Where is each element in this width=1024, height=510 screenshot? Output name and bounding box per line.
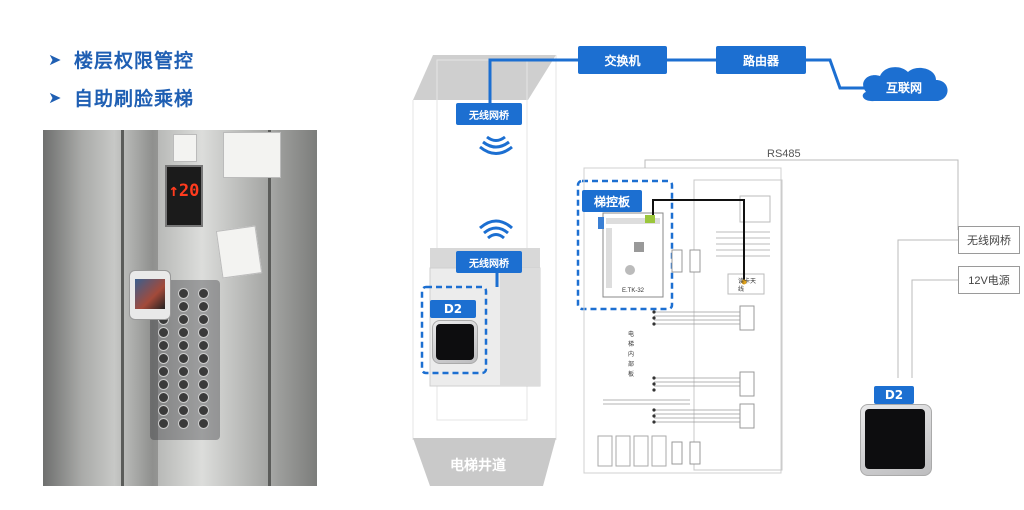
terminal-dots [652, 310, 656, 424]
floor-button [178, 301, 189, 312]
floor-button [198, 340, 209, 351]
bullet-item: ➤ 自助刷脸乘梯 [48, 78, 194, 116]
floor-button [198, 418, 209, 429]
floor-button [178, 327, 189, 338]
d2-car-screen [436, 324, 474, 360]
floor-button [198, 327, 209, 338]
car-side [500, 268, 540, 386]
shaft-top [413, 55, 556, 100]
wifi-down-icon [479, 135, 513, 155]
floor-button [178, 392, 189, 403]
rs485-line [644, 159, 959, 190]
floor-button [198, 379, 209, 390]
floor-button [158, 418, 169, 429]
floor-button [178, 405, 189, 416]
wireless-bridge-car: 无线网桥 [456, 251, 522, 273]
bullet-list: ➤ 楼层权限管控 ➤ 自助刷脸乘梯 [48, 40, 194, 116]
ladder-control-board [602, 212, 664, 298]
fuse-blocks [597, 435, 667, 467]
board-model-text: E.TK-32 [622, 288, 645, 294]
floor-button [178, 353, 189, 364]
bullet-text: 自助刷脸乘梯 [74, 87, 195, 110]
wireless-bridge-box: 无线网桥 [958, 226, 1020, 254]
floor-button [198, 314, 209, 325]
cloud-icon [862, 67, 948, 102]
floor-button [178, 418, 189, 429]
floor-button [158, 340, 169, 351]
inner-panel-label: 电梯内部板 [628, 332, 635, 378]
ladder-board-label: 梯控板 [582, 190, 642, 212]
switch-label: 交换机 [578, 46, 667, 74]
floor-button [158, 405, 169, 416]
floor-button [198, 353, 209, 364]
internet-label: 互联网 [886, 81, 923, 95]
router-label: 路由器 [716, 46, 806, 74]
board-chip [634, 242, 644, 252]
arrow-right-icon: ➤ [48, 87, 63, 107]
d2-car-dashed-frame [420, 285, 488, 375]
bullet-text: 楼层权限管控 [74, 49, 195, 72]
floor-button [158, 392, 169, 403]
board-connector [598, 217, 604, 229]
floor-button [158, 353, 169, 364]
inner-panel-outline [693, 179, 783, 471]
arrow-right-icon: ➤ [48, 49, 63, 69]
shaft-inner [436, 59, 528, 421]
floor-button [198, 392, 209, 403]
panel-module [739, 195, 771, 223]
floor-button [178, 340, 189, 351]
floor-display: ↑20 [165, 165, 203, 227]
bullet-item: ➤ 楼层权限管控 [48, 40, 194, 78]
antenna-cable [652, 199, 745, 282]
floor-button [158, 327, 169, 338]
link-bridge-switch [488, 58, 578, 103]
d2-car-device [432, 320, 478, 364]
floor-button [198, 301, 209, 312]
wireless-bridge-top: 无线网桥 [456, 103, 522, 125]
relay-blocks [671, 249, 755, 465]
board-capacitor [625, 265, 635, 275]
door-seam [121, 130, 124, 486]
antenna-node [741, 279, 747, 285]
board-pin-row [606, 218, 660, 224]
cabinet-outline [583, 167, 782, 474]
floor-button [158, 379, 169, 390]
floor-button [198, 366, 209, 377]
reader-antenna-box [727, 273, 765, 295]
bridge-feed-line [897, 239, 958, 378]
d2-right-device [860, 404, 932, 476]
terminal-screen [135, 279, 165, 309]
rs485-label: RS485 [767, 148, 801, 160]
shaft-base [413, 438, 556, 486]
reader-antenna-label: 读卡天线 [738, 279, 757, 293]
notice-sticker [223, 132, 281, 178]
floor-button [198, 288, 209, 299]
floor-button [158, 366, 169, 377]
board-antenna-port [645, 215, 655, 223]
board-pin-column [606, 228, 612, 288]
link-router-internet [806, 58, 866, 90]
elevator-photo: ↑20 [43, 130, 317, 486]
d2-right-label: D2 [874, 386, 914, 404]
floor-button [178, 366, 189, 377]
elevator-shaft-label: 电梯井道 [450, 458, 506, 474]
floor-button [178, 314, 189, 325]
d2-right-screen [865, 409, 925, 469]
power-12v-box: 12V电源 [958, 266, 1020, 294]
notice-sticker [173, 134, 197, 162]
wifi-up-icon [479, 219, 513, 240]
power-feed-line [911, 279, 958, 378]
floor-button [198, 405, 209, 416]
ladder-board-dashed-frame [576, 179, 674, 311]
door-seam [268, 130, 271, 486]
signal-wires [603, 311, 740, 423]
floor-button [178, 288, 189, 299]
floor-button [178, 379, 189, 390]
face-recognition-terminal [129, 270, 171, 320]
d2-car-label: D2 [430, 300, 476, 318]
floor-display-text: ↑20 [168, 181, 200, 201]
